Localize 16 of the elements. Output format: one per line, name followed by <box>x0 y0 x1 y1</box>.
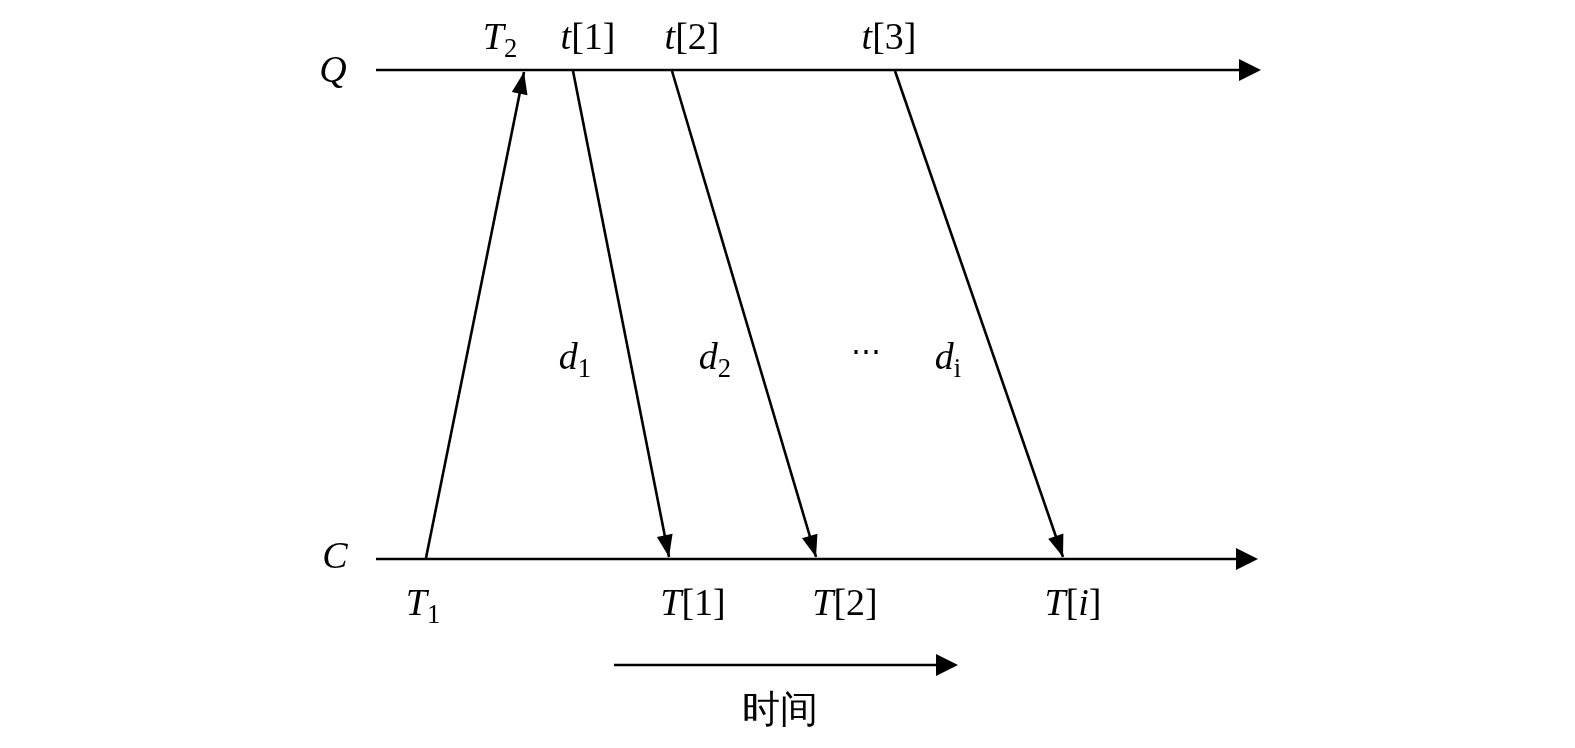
arrow <box>424 71 528 559</box>
arrow <box>571 70 673 558</box>
axis-label: Q <box>319 49 347 91</box>
ellipsis: ⋯ <box>851 333 881 367</box>
time-point-label: t[1] <box>560 16 616 58</box>
time-point-label: T[2] <box>812 582 878 624</box>
time-point-label: T$_{1}$ <box>405 582 441 624</box>
time-point-label: t[3] <box>861 16 917 58</box>
arrow <box>893 70 1065 558</box>
time-point-label: T[i] <box>1044 582 1102 624</box>
arrow <box>670 70 818 558</box>
axis-label: C <box>322 535 348 577</box>
time-point-label: T$_{2}$ <box>482 16 518 58</box>
time-point-label: t[2] <box>664 16 720 58</box>
direction-label: 时间 <box>742 689 818 731</box>
time-point-label: T[1] <box>660 582 726 624</box>
